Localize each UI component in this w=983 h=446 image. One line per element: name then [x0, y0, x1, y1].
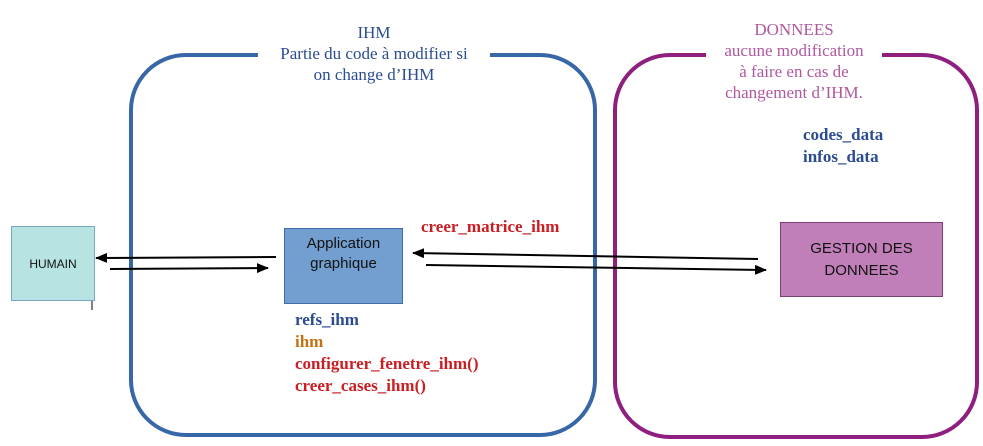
app-item-creer-cases: creer_cases_ihm()	[295, 376, 426, 395]
data-item-infos: infos_data	[803, 147, 879, 166]
edge-label-creer-matrice: creer_matrice_ihm	[421, 217, 560, 236]
node-app-label-line: graphique	[310, 255, 377, 272]
arrow-app-to-human	[95, 252, 277, 263]
ihm-box-title: IHM Partie du code à modifier si on chan…	[258, 22, 490, 85]
node-gestion-label-line: DONNEES	[824, 261, 899, 279]
app-item-configurer-fenetre: configurer_fenetre_ihm()	[295, 354, 479, 373]
data-box-title: DONNEES aucune modification à faire en c…	[706, 19, 882, 103]
app-items: refs_ihm ihm configurer_fenetre_ihm() cr…	[295, 309, 478, 397]
data-title-line: aucune modification	[724, 41, 864, 60]
arrow-human-to-app	[109, 263, 269, 274]
node-humain: HUMAIN	[11, 226, 95, 301]
node-gestion-label-line: GESTION DES	[810, 239, 913, 257]
ihm-title-line: on change d’IHM	[313, 65, 435, 84]
data-item-codes: codes_data	[803, 125, 884, 144]
node-application-graphique: Application graphique	[284, 228, 403, 304]
app-item-ihm: ihm	[295, 332, 324, 351]
node-gestion-donnees: GESTION DES DONNEES	[780, 222, 943, 297]
data-items: codes_data infos_data	[803, 124, 883, 168]
node-humain-label: HUMAIN	[29, 256, 77, 271]
ihm-title-line: IHM	[357, 23, 391, 42]
app-item-refs-ihm: refs_ihm	[295, 310, 359, 329]
data-title-line: DONNEES	[754, 20, 834, 39]
arrow-gestion-to-app	[412, 248, 759, 260]
data-title-line: changement d’IHM.	[725, 83, 863, 102]
ihm-title-line: Partie du code à modifier si	[280, 44, 468, 63]
data-title-line: à faire en cas de	[739, 62, 849, 81]
node-app-label-line: Application	[306, 235, 381, 252]
arrow-app-to-gestion	[425, 264, 767, 275]
